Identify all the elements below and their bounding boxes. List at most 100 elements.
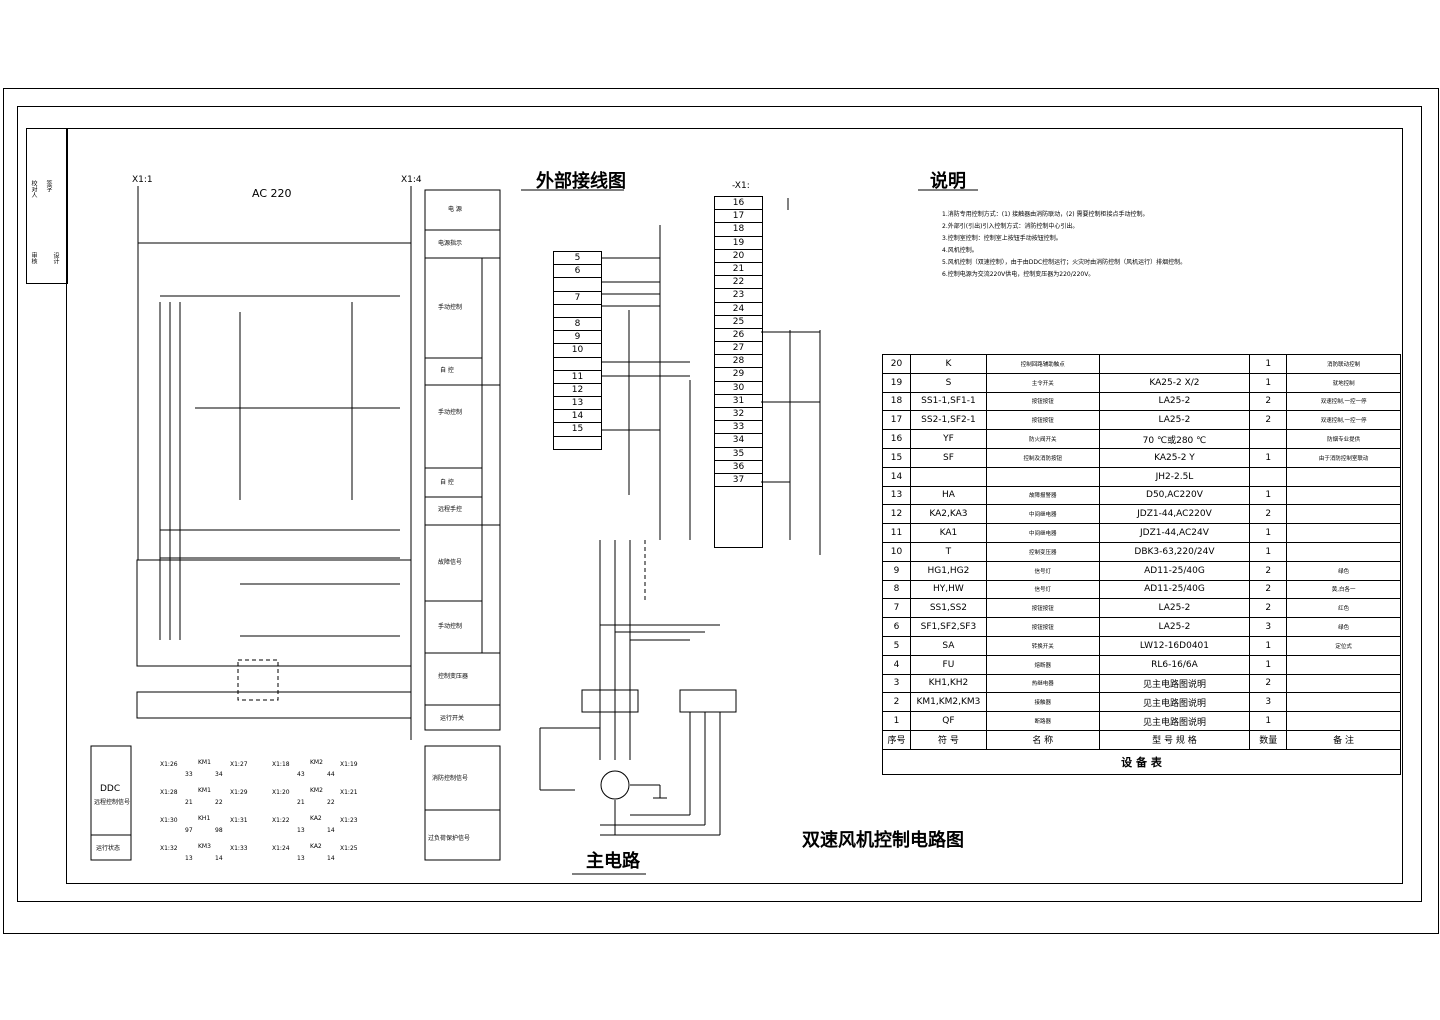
table-cell: 12 [882,504,911,525]
table-cell: 1 [882,711,911,731]
panel-transformer: 控制变压器 [438,673,469,680]
table-cell: KA1 [909,523,987,543]
header-model: 型 号 规 格 [1098,729,1251,750]
table-cell: 2 [1249,391,1288,412]
note-4: 4.风机控制。 [942,247,978,254]
revision-label-3: 审核 [30,252,37,264]
panel-power-indicator: 电源指示 [438,240,463,247]
table-cell [1286,692,1401,713]
table-cell: 1 [1249,354,1288,374]
table-cell [1286,504,1401,525]
outer-frame [3,88,1439,934]
ddc-remote: 远程控制信号 [94,799,131,806]
terminal-strip-right: 16 17 18 19 20 21 22 23 24 25 26 27 28 2… [714,196,763,549]
main-circuit-heading: 主电路 [586,851,640,872]
table-cell: LW12-16D0401 [1098,635,1251,656]
table-cell: 接触器 [985,692,1100,713]
table-cell: 绿色 [1286,560,1401,581]
table-cell [1098,354,1251,374]
table-cell: 9 [882,560,911,581]
table-cell [1249,429,1288,449]
table-cell [1286,654,1401,675]
table-cell: 按钮按钮 [985,598,1100,619]
table-cell: 绿色 [1286,617,1401,637]
table-cell: HY,HW [909,579,987,600]
table-cell: YF [909,429,987,449]
table-cell: 19 [882,372,911,393]
table-cell: K [909,354,987,374]
panel-overload: 过负荷保护信号 [428,835,471,842]
table-cell [1286,673,1401,694]
table-cell: 16 [882,429,911,449]
supply-label: AC 220 [252,187,292,200]
table-cell: 20 [882,354,911,374]
contact-1: X1:26 KM1 X1:27 33 34 [160,759,248,778]
table-cell: 见主电路图说明 [1098,692,1251,713]
x1-header: -X1: [732,181,750,191]
inner-frame [17,106,1422,902]
contact-group-left: X1:26 KM1 X1:27 33 34 X1:28 KM1 X1:29 21… [160,759,250,874]
table-cell: 中间继电器 [985,523,1100,543]
panel-remote: 远程手控 [438,506,463,513]
table-cell: HA [909,485,987,506]
note-6: 6.控制电源为交流220V供电，控制变压器为220/220V。 [942,271,1095,278]
table-cell: SF [909,447,987,468]
table-cell: 1 [1249,711,1288,731]
table-cell: 就地控制 [1286,372,1401,393]
table-cell: KA2,KA3 [909,504,987,525]
drawing-title: 双速风机控制电路图 [802,830,964,851]
table-cell: 4 [882,654,911,675]
table-cell: 2 [1249,598,1288,619]
panel-auto-2: 自 控 [440,479,454,486]
note-2: 2.外部引(引出)引入控制方式：消防控制中心引出。 [942,223,1079,230]
table-cell: HG1,HG2 [909,560,987,581]
table-cell: AD11-25/40G [1098,579,1251,600]
table-cell: 按钮按钮 [985,391,1100,412]
header-name: 名 称 [985,729,1100,750]
header-remark: 备 注 [1286,729,1401,750]
table-cell [1249,466,1288,487]
table-cell: LA25-2 [1098,391,1251,412]
table-cell: 2 [1249,673,1288,694]
table-cell: 10 [882,541,911,562]
table-cell: KA25-2 X/2 [1098,372,1251,393]
contact-6: X1:20 KM2 X1:21 21 22 [272,787,358,806]
table-cell: 7 [882,598,911,619]
ddc-status: 运行状态 [96,845,121,852]
table-cell: 双速控制,一控一停 [1286,391,1401,412]
external-wiring-heading: 外部接线图 [536,171,626,192]
panel-manual-2: 手动控制 [438,409,463,416]
table-cell: S [909,372,987,393]
table-footer-row: 设 备 表 [882,748,1401,775]
table-cell: 信号灯 [985,579,1100,600]
note-3: 3.控制室控制：控制室上按钮手动按钮控制。 [942,235,1062,242]
table-cell: 定位式 [1286,635,1401,656]
table-cell: SS1-1,SF1-1 [909,391,987,412]
table-cell: RL6-16/6A [1098,654,1251,675]
table-cell: 控制及消防按钮 [985,447,1100,468]
table-cell: DBK3-63,220/24V [1098,541,1251,562]
table-footer: 设 备 表 [882,748,1401,775]
table-cell: 主令开关 [985,372,1100,393]
contact-2: X1:28 KM1 X1:29 21 22 [160,787,248,806]
terminal-x1-4: X1:4 [401,175,422,185]
table-cell [1286,711,1401,731]
table-cell: 中间继电器 [985,504,1100,525]
table-cell: LA25-2 [1098,617,1251,637]
panel-auto-1: 自 控 [440,367,454,374]
table-cell: 2 [1249,560,1288,581]
